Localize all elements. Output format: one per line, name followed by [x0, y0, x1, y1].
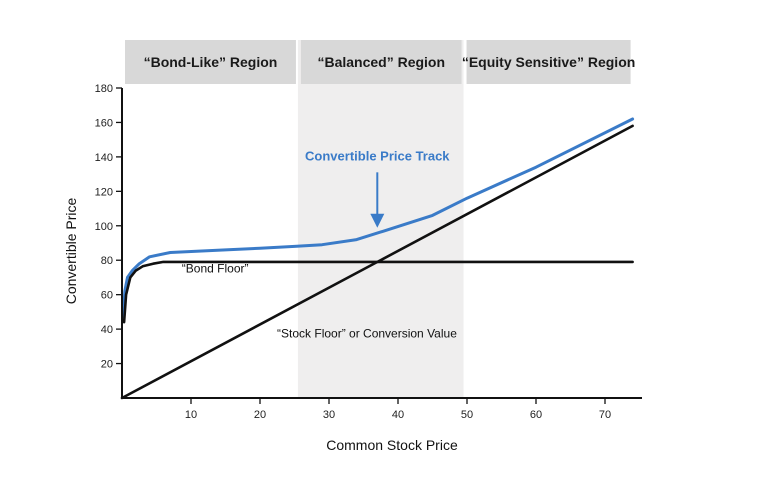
- region-band-shade: [297, 40, 464, 398]
- y-tick-label: 140: [95, 152, 113, 164]
- x-axis-title: Common Stock Price: [326, 437, 458, 453]
- x-tick-label: 10: [185, 409, 197, 421]
- series-layer: [120, 117, 635, 400]
- y-tick-label: 120: [95, 186, 113, 198]
- x-tick-label: 70: [599, 409, 611, 421]
- bond-floor-line: [122, 260, 634, 324]
- x-tick-label: 40: [392, 409, 404, 421]
- convertible-price-line: [121, 117, 635, 319]
- region-label: “Balanced” Region: [317, 54, 445, 70]
- x-tick-label: 20: [254, 409, 266, 421]
- y-tick-label: 40: [101, 324, 113, 336]
- axes-layer: 20 40 60 80 100 120 140 160 180 10 20 30 40 50 60 70: [95, 83, 642, 421]
- stock-floor-line: [120, 124, 634, 400]
- convertible-track-label: Convertible Price Track: [305, 148, 450, 163]
- y-tick-label: 60: [101, 290, 113, 302]
- regions-layer: “Bond-Like” Region “Balanced” Region “Equi…: [125, 40, 635, 398]
- x-tick-label: 50: [461, 409, 473, 421]
- y-axis-title: Convertible Price: [63, 197, 79, 304]
- y-tick-label: 100: [95, 221, 113, 233]
- y-tick-label: 180: [95, 83, 113, 95]
- region-header-box: [300, 40, 462, 84]
- region-label: “Bond-Like” Region: [144, 54, 278, 70]
- stock-floor-label: “Stock Floor” or Conversion Value: [277, 327, 457, 341]
- region-header-box: [466, 40, 631, 84]
- region-header-box: [125, 40, 296, 84]
- x-tick-label: 30: [323, 409, 335, 421]
- x-tick-label: 60: [530, 409, 542, 421]
- annotation-layer: Convertible Price Track “Bond Floor” “Stoc…: [182, 148, 457, 340]
- region-label: “Equity Sensitive” Region: [462, 54, 635, 70]
- y-tick-label: 160: [95, 117, 113, 129]
- y-tick-label: 80: [101, 255, 113, 267]
- y-tick-label: 20: [101, 359, 113, 371]
- bond-floor-label: “Bond Floor”: [182, 261, 249, 275]
